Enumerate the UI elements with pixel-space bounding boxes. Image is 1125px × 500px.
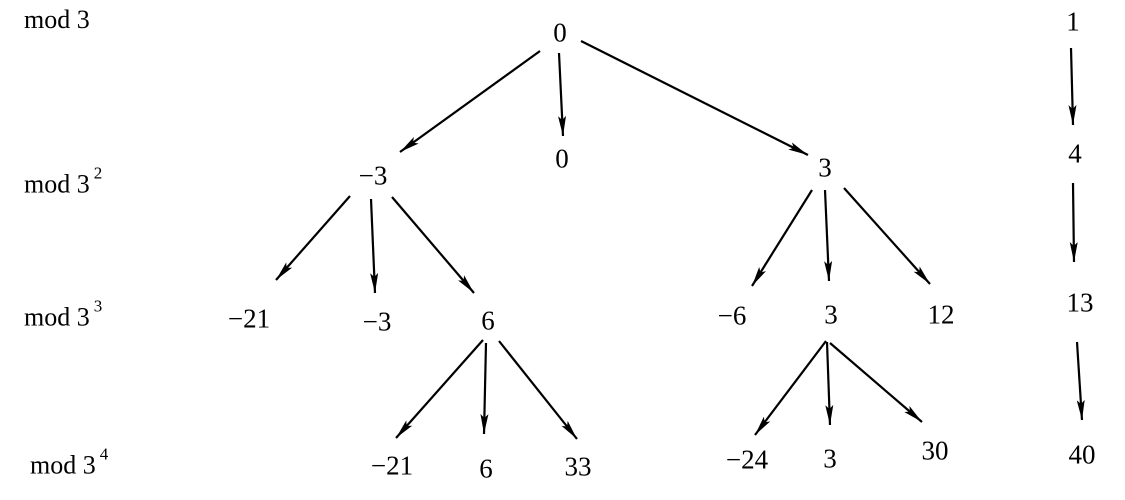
arrow-r0-to-r1 <box>1068 47 1077 126</box>
tree-node: −21 <box>227 303 271 334</box>
arrow-n1c-to-n2e <box>823 189 833 282</box>
tree-node: 40 <box>1068 439 1096 470</box>
arrow-n2c-to-n3a <box>395 339 484 439</box>
arrow-n2e-to-n3f <box>829 342 923 423</box>
modulus-base: mod 3 <box>24 169 90 199</box>
arrow-n1c-to-n2d <box>751 189 813 287</box>
modulus-row-label: mod 3 <box>24 7 90 33</box>
tree-node: −6 <box>717 300 747 331</box>
arrow-n0-to-n1c <box>580 40 809 156</box>
tree-node: 0 <box>555 143 569 174</box>
tree-node: 13 <box>1066 287 1094 318</box>
arrow-n2e-to-n3d <box>754 340 827 436</box>
tree-node: 6 <box>481 305 495 336</box>
tree-node: 12 <box>927 299 955 330</box>
arrow-n2c-to-n3c <box>498 340 578 440</box>
tree-node: −24 <box>725 444 769 475</box>
modulus-exponent: 2 <box>93 163 103 183</box>
tree-node: 6 <box>479 453 493 484</box>
tree-node: 30 <box>921 435 949 466</box>
modulus-base: mod 3 <box>24 5 90 34</box>
tree-node: 3 <box>818 152 832 183</box>
modulus-base: mod 3 <box>24 302 90 332</box>
arrow-r2-to-r3 <box>1075 341 1085 421</box>
tree-node: 4 <box>1068 138 1082 169</box>
tree-node: 3 <box>823 443 837 474</box>
arrow-n1a-to-n2c <box>391 196 475 294</box>
tree-node: 0 <box>553 17 567 48</box>
tree-node: 1 <box>1066 6 1080 37</box>
arrow-n1a-to-n2a <box>275 195 351 281</box>
tree-node: −3 <box>362 306 392 337</box>
tree-node: −3 <box>358 160 388 191</box>
arrow-n2c-to-n3b <box>480 342 489 435</box>
arrow-n1a-to-n2b <box>369 198 379 294</box>
tree-node: 33 <box>564 451 592 482</box>
tree-node: 3 <box>824 299 838 330</box>
arrow-n2e-to-n3e <box>825 341 834 426</box>
arrow-n1c-to-n2f <box>843 187 931 285</box>
tree-node: −21 <box>370 450 414 481</box>
modulus-base: mod 3 <box>30 450 96 480</box>
modulus-exponent: 4 <box>99 444 109 464</box>
arrow-r1-to-r2 <box>1069 182 1078 263</box>
arrow-n0-to-n1a <box>399 50 541 153</box>
arrow-n0-to-n1b <box>557 52 567 137</box>
edge-group <box>275 40 1085 440</box>
modulus-exponent: 3 <box>93 296 103 316</box>
